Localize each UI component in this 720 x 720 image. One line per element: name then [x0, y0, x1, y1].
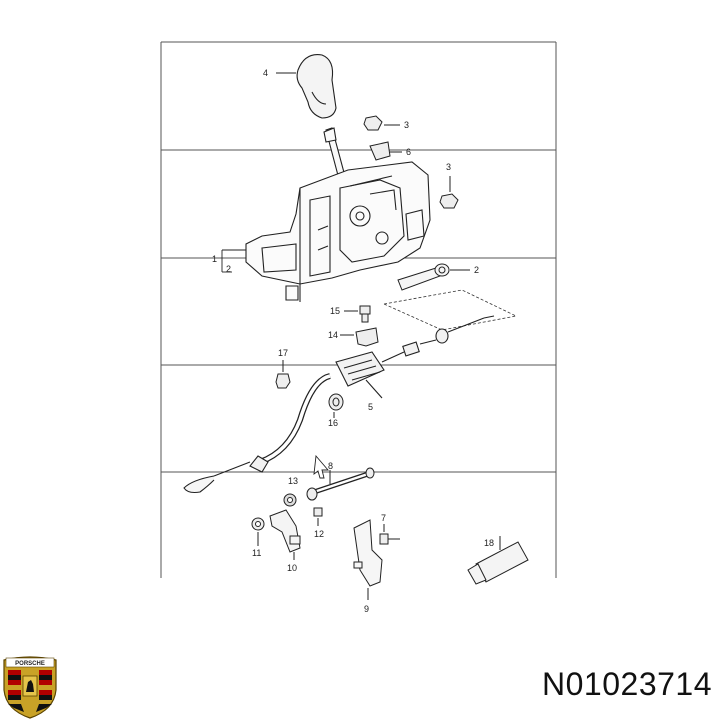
callout-4: 4: [263, 68, 268, 78]
callout-2-right: 2: [474, 265, 479, 275]
callout-15: 15: [330, 306, 340, 316]
part-number: N01023714: [542, 666, 712, 702]
bracket-9: [353, 519, 383, 600]
grommet-16: [328, 393, 344, 418]
callout-10: 10: [287, 563, 297, 573]
callout-6: 6: [406, 147, 411, 157]
bushing-13: [283, 493, 297, 507]
nut-11: [251, 517, 265, 546]
shift-cable: [183, 315, 495, 494]
porsche-crest-logo: PORSCHE: [3, 656, 57, 719]
bolt-12: [313, 507, 323, 526]
callout-8: 8: [328, 461, 333, 471]
diagram-frame: [160, 41, 557, 578]
shifter-housing: [245, 161, 431, 302]
lever-10: [269, 509, 301, 560]
callout-9: 9: [364, 604, 369, 614]
bolt-7: [379, 524, 400, 545]
callout-18: 18: [484, 538, 494, 548]
callout-16: 16: [328, 418, 338, 428]
callout-2-left: 2: [226, 264, 231, 274]
callout-3-top: 3: [404, 120, 409, 130]
callout-1: 1: [212, 254, 217, 264]
arrow-marker: [313, 454, 329, 479]
callout-3-right: 3: [446, 162, 451, 172]
nut-top: [363, 115, 400, 131]
callout-labels: 4 3 6 3 1 2 2 15 14 17 5 16 8 13 7 12 18…: [212, 68, 494, 614]
bolt-15: [344, 305, 371, 323]
callout-5: 5: [368, 402, 373, 412]
callout-17: 17: [278, 348, 288, 358]
clip-14: [340, 327, 379, 347]
shift-knob: [276, 54, 337, 119]
callout-bracket: [221, 249, 246, 273]
callout-13: 13: [288, 476, 298, 486]
callout-7: 7: [381, 513, 386, 523]
callout-14: 14: [328, 330, 338, 340]
clip-part: [369, 141, 402, 161]
linkage-rod: [306, 467, 375, 501]
logo-text: PORSCHE: [15, 661, 45, 667]
pivot-pin: [397, 263, 470, 291]
grease-tube: [467, 536, 529, 585]
nut-right: [439, 176, 459, 209]
shift-lever: [323, 127, 347, 184]
callout-11: 11: [252, 548, 261, 558]
nut-17: [275, 360, 291, 389]
callout-12: 12: [314, 529, 324, 539]
dashed-outline: [382, 289, 518, 331]
